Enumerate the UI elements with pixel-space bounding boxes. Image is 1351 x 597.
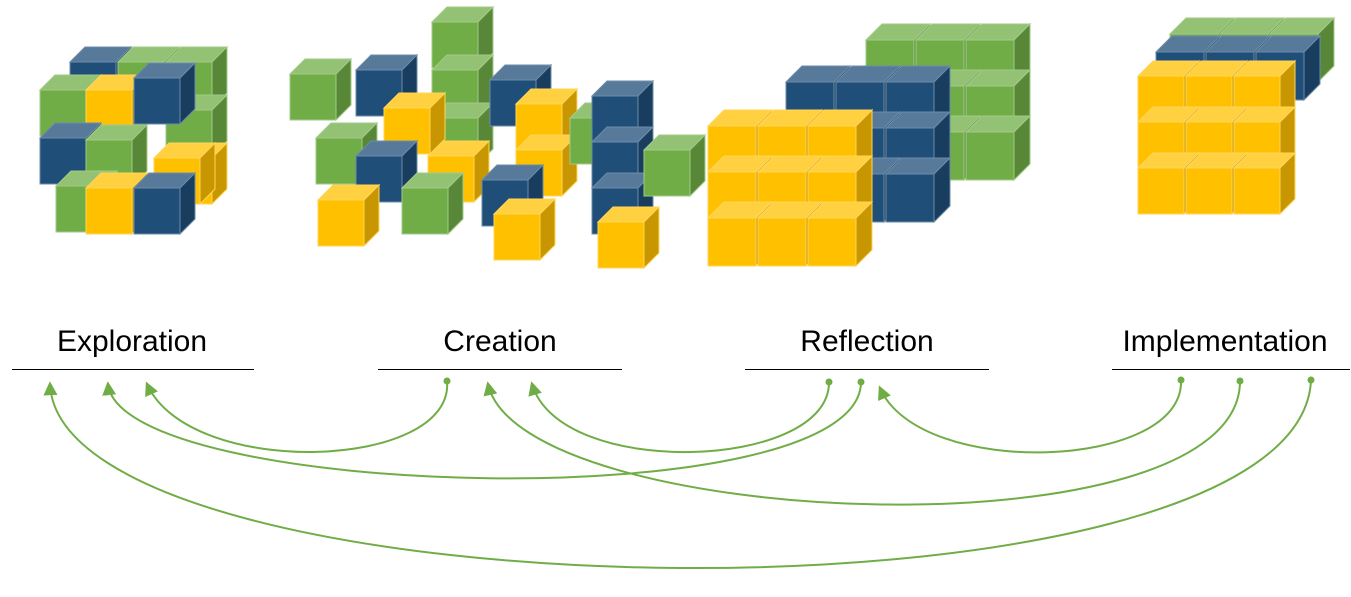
stage-label-exploration: Exploration [56,325,208,358]
arrow-start-dot [1177,376,1185,384]
exploration-cube-cluster [38,45,229,236]
yellow-cube [1232,151,1297,216]
arrow-implementation-to-reflection [878,379,1183,454]
creation-scattered-cubes [288,5,707,270]
reflection-layered-cubes [706,22,1032,268]
yellow-cube [316,183,381,248]
blue-cube [38,121,103,186]
arrow-implementation-to-creation [483,380,1241,506]
yellow-cube [492,197,557,262]
blue-cube [884,156,952,224]
arrow-start-dot [1307,376,1315,384]
yellow-cube [596,205,661,270]
arrow-start-dot [825,378,833,386]
yellow-cube [806,200,874,268]
underline-exploration [12,369,254,370]
green-cube [964,114,1032,182]
arrow-reflection-to-exploration [102,381,862,480]
arrow-start-dot [1236,377,1244,385]
blue-cube [132,171,197,236]
underline-creation [378,369,622,370]
arrow-reflection-to-creation [528,381,831,453]
arrow-start-dot [857,378,865,386]
arrow-creation-to-exploration [145,380,449,453]
green-cube [642,133,707,198]
underline-reflection [745,369,989,370]
stage-label-creation: Creation [443,325,557,358]
arrow-implementation-to-exploration [43,379,1312,569]
green-cube [288,57,353,122]
yellow-cube [84,171,149,236]
blue-cube [132,61,197,126]
green-cube [400,171,465,236]
stage-label-reflection: Reflection [800,325,934,358]
stage-label-implementation: Implementation [1122,325,1328,358]
underline-implementation [1112,369,1350,370]
arrow-start-dot [443,377,451,385]
implementation-assembled-cube [1136,16,1336,216]
